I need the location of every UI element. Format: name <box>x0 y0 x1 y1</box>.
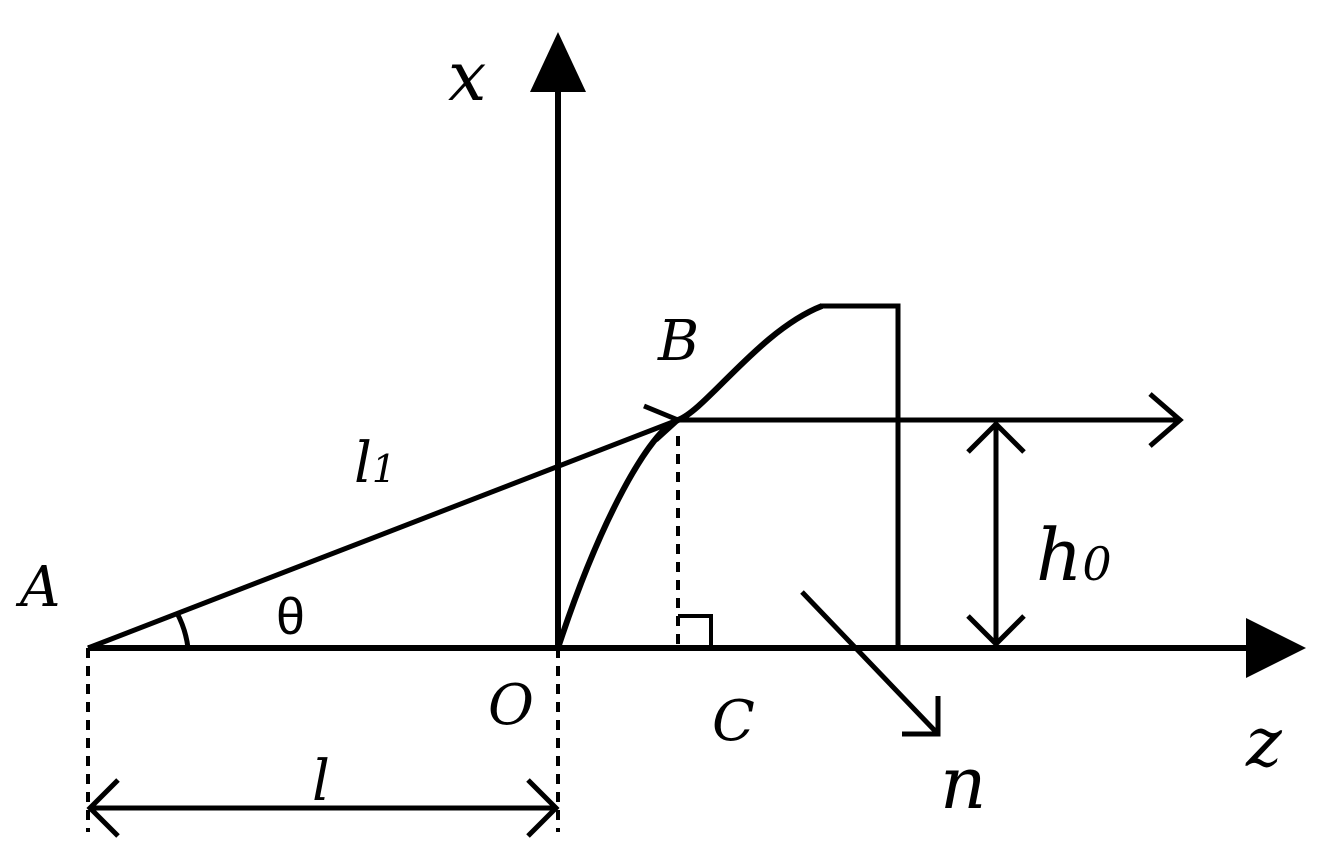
normal-vector-label: n <box>940 741 986 825</box>
z-axis-label: z <box>1245 704 1283 783</box>
length-l-label: l <box>312 749 330 814</box>
x-axis-label: x <box>448 38 486 117</box>
segment-ab-arrowhead <box>643 403 683 442</box>
point-b-label: B <box>657 309 699 374</box>
z-axis-arrowhead <box>1246 618 1306 678</box>
angle-arc <box>174 611 191 649</box>
height-h0-bottom-arrowhead <box>966 614 1026 648</box>
length-l-right-arrowhead <box>526 778 560 838</box>
height-h0-subscript: 0 <box>1082 537 1111 591</box>
angle-theta-label: θ <box>276 588 305 646</box>
point-o-label: O <box>488 673 534 738</box>
height-h0-base: h <box>1036 513 1082 597</box>
length-l1-subscript: 1 <box>372 447 396 491</box>
normal-vector <box>800 590 940 736</box>
point-c-label: C <box>712 689 755 754</box>
height-h0-label: h0 <box>1036 513 1112 597</box>
height-h0-top-arrowhead <box>966 420 1026 454</box>
length-l-left-arrowhead <box>86 778 120 838</box>
length-l1-base: l <box>354 431 372 496</box>
normal-vector-arrowhead <box>902 696 941 737</box>
ray-from-b-arrowhead <box>1148 392 1184 448</box>
length-l1-label: l1 <box>354 431 396 496</box>
profile-top-and-wall <box>820 303 901 648</box>
x-axis-arrowhead <box>530 32 586 92</box>
segment-ab <box>87 417 679 651</box>
right-angle-marker <box>678 614 713 648</box>
point-a-label: A <box>15 555 60 620</box>
